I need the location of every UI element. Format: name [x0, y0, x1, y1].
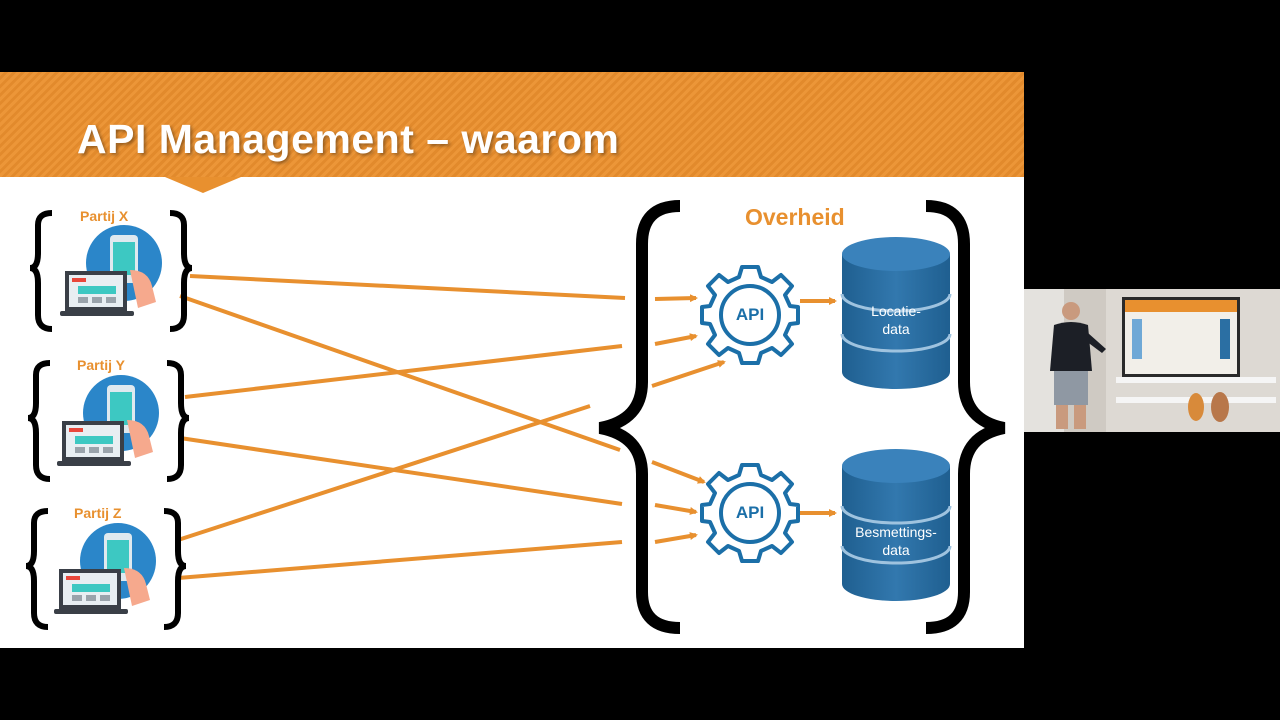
- party-z-device-icon: [25, 508, 187, 630]
- slide-title: API Management – waarom: [77, 116, 620, 162]
- connection-z-api2: [177, 540, 623, 580]
- database-label-2-line2: data: [882, 542, 910, 558]
- database-label-2: Besmettings- data: [841, 523, 951, 559]
- arrow-in-api2-b: [654, 503, 698, 515]
- arrow-in-api1-c: [651, 360, 726, 388]
- arrow-in-api2-c: [654, 532, 698, 544]
- connection-z-api1: [177, 404, 591, 542]
- party-x-device-icon: [29, 210, 193, 332]
- database-label-1: Locatie- data: [841, 302, 951, 338]
- connection-x-api1: [189, 274, 626, 300]
- government-label: Overheid: [745, 204, 845, 230]
- title-banner: [0, 72, 1024, 177]
- database-icon-1: [840, 237, 952, 389]
- presenter-webcam-video: [1024, 289, 1280, 432]
- api-arrows: [651, 294, 837, 544]
- connection-y-api2: [179, 436, 623, 506]
- api-label-2: API: [735, 503, 765, 522]
- presentation-slide: API Management – waarom: [0, 72, 1024, 648]
- party-y-label: Partij Y: [77, 357, 125, 373]
- banner-notch: [165, 177, 241, 193]
- api-label-1: API: [735, 305, 765, 324]
- api-gear-icon-2: [700, 463, 800, 563]
- database-label-1-line1: Locatie-: [871, 303, 921, 319]
- party-y-device-icon: [27, 360, 190, 482]
- database-label-2-line1: Besmettings-: [855, 524, 937, 540]
- arrow-in-api2-a: [651, 460, 706, 484]
- webcam-scene: [1024, 289, 1280, 432]
- architecture-diagram: [25, 200, 1006, 634]
- arrow-in-api1-a: [654, 294, 698, 303]
- party-z-label: Partij Z: [74, 505, 122, 521]
- database-label-1-line2: data: [882, 321, 910, 337]
- database-icon-2: [840, 449, 952, 601]
- arrow-in-api1-b: [654, 333, 698, 346]
- api-gear-icon-1: [700, 265, 800, 365]
- government-left-brace: [598, 200, 681, 634]
- government-right-brace: [925, 200, 1006, 634]
- connections: [177, 274, 626, 580]
- connection-y-api1: [184, 344, 623, 399]
- party-x-label: Partij X: [80, 208, 129, 224]
